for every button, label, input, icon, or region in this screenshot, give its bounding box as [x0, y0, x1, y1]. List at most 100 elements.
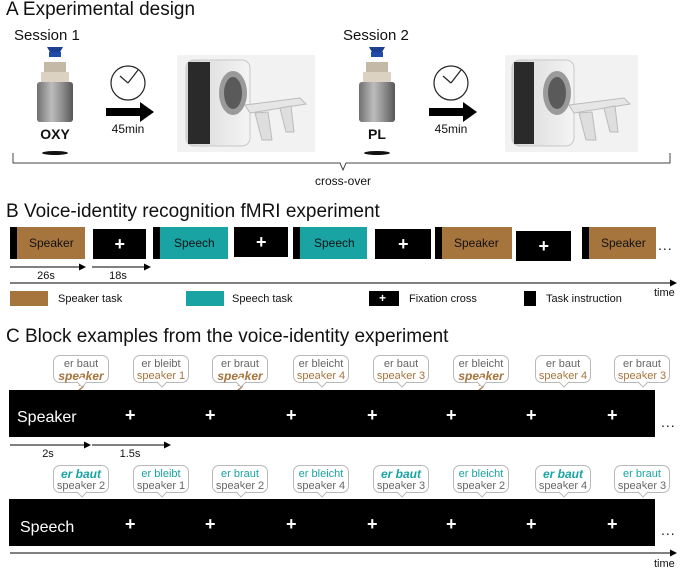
mri-scanner-icon [177, 55, 315, 152]
panel-c-title: C Block examples from the voice-identity… [6, 326, 449, 347]
speaker-block: Speaker [10, 227, 85, 259]
fixation-cross: + [398, 234, 409, 254]
crossover-brace [12, 153, 671, 172]
time-axis-label: time [654, 287, 675, 299]
speaker-block: Speaker [435, 227, 512, 259]
ellipsis: ... [658, 237, 673, 253]
legend-fixation-symbol: + [379, 291, 387, 305]
fixation-cross: + [205, 514, 216, 534]
stimulus-word: er baut [545, 358, 581, 370]
stimulus-word: er baut [63, 358, 99, 370]
nasal-spray-bottle-icon [359, 47, 395, 155]
fixation-block: + [234, 227, 288, 257]
stimulus-word: er bleibt [141, 358, 181, 370]
fixation-cross: + [446, 514, 457, 534]
stimulus-speaker: speaker 4 [538, 480, 588, 492]
panel-a-title: A Experimental design [6, 0, 196, 20]
speech-block: Speech [293, 227, 367, 259]
stimulus-word: er bleicht [298, 468, 344, 480]
panel-b-axes [10, 263, 677, 287]
stimulus-speaker: speaker 4 [538, 370, 588, 382]
stimulus-word: er braut [623, 468, 661, 480]
stimulus-word: er bleicht [298, 358, 344, 370]
mri-scanner-icon [505, 55, 638, 152]
stimulus-speaker: speaker 1 [136, 370, 186, 382]
task-instruction-marker [435, 227, 442, 259]
fixation-block: + [375, 229, 431, 259]
duration-label: 18s [109, 270, 127, 282]
fixation-cross: + [125, 405, 136, 425]
stimulus-speaker: speaker 3 [617, 480, 667, 492]
speech-block: Speech [153, 227, 228, 259]
drug-oxy-label: OXY [40, 126, 70, 142]
duration-label: 1.5s [119, 448, 141, 460]
clock-icon [110, 65, 146, 101]
stimulus-speaker: speaker 3 [376, 370, 426, 382]
panel-a-graphics [12, 47, 671, 172]
task-instruction-marker [153, 227, 160, 259]
panel-c-time-axis [10, 549, 677, 557]
time-axis-label: time [654, 558, 675, 570]
fixation-cross: + [526, 405, 537, 425]
stimulus-speaker: speaker 2 [215, 480, 265, 492]
stimulus-word: er baut [542, 467, 583, 481]
task-instruction-marker [293, 227, 300, 259]
arrow-icon [106, 102, 154, 122]
panel-b-title: B Voice-identity recognition fMRI experi… [6, 201, 380, 222]
arrow-icon [429, 102, 477, 122]
stimulus-word: er bleicht [458, 358, 504, 370]
stimulus-speaker: speaker 2 [456, 480, 506, 492]
speaker-block-label: Speaker [17, 409, 77, 426]
fixation-cross: + [446, 405, 457, 425]
legend-speech-task: Speech task [232, 293, 293, 305]
legend-swatch-instruction [524, 291, 536, 306]
speech-block-label: Speech [20, 519, 75, 536]
stimulus-word: er braut [623, 358, 661, 370]
session-2-label: Session 2 [343, 27, 409, 44]
speaker-block-label: Speaker [29, 236, 74, 250]
speaker-block-label: Speaker [454, 236, 499, 250]
clock-icon [433, 65, 469, 101]
legend-swatch-speech [186, 291, 224, 306]
fixation-cross: + [367, 405, 378, 425]
stimulus-word: er baut [380, 467, 421, 481]
ellipsis: ... [661, 414, 676, 430]
fixation-cross: + [526, 514, 537, 534]
stimulus-word: er braut [221, 358, 259, 370]
stimulus-word: er baut [383, 358, 419, 370]
speech-block-label: Speech [314, 236, 355, 250]
delay-label: 45min [434, 122, 468, 136]
fixation-block: + [93, 229, 146, 259]
stimulus-speaker: speaker 4 [296, 370, 346, 382]
stimulus-speaker: speaker 3 [376, 480, 426, 492]
stimulus-speaker: speaker 2 [58, 370, 103, 395]
task-instruction-marker [10, 227, 17, 259]
stimulus-speaker: speaker 2 [56, 480, 106, 492]
fixation-cross: + [114, 234, 126, 254]
stimulus-word: er bleibt [141, 468, 181, 480]
speaker-block-label: Speaker [601, 236, 646, 250]
stimulus-word: er baut [60, 467, 101, 481]
fixation-cross: + [607, 514, 618, 534]
stimulus-word: er bleicht [458, 468, 504, 480]
fixation-cross: + [286, 514, 297, 534]
stimulus-word: er braut [221, 468, 259, 480]
stimulus-speaker: speaker 2 [458, 370, 503, 395]
fixation-cross: + [125, 514, 136, 534]
delay-label: 45min [111, 122, 145, 136]
